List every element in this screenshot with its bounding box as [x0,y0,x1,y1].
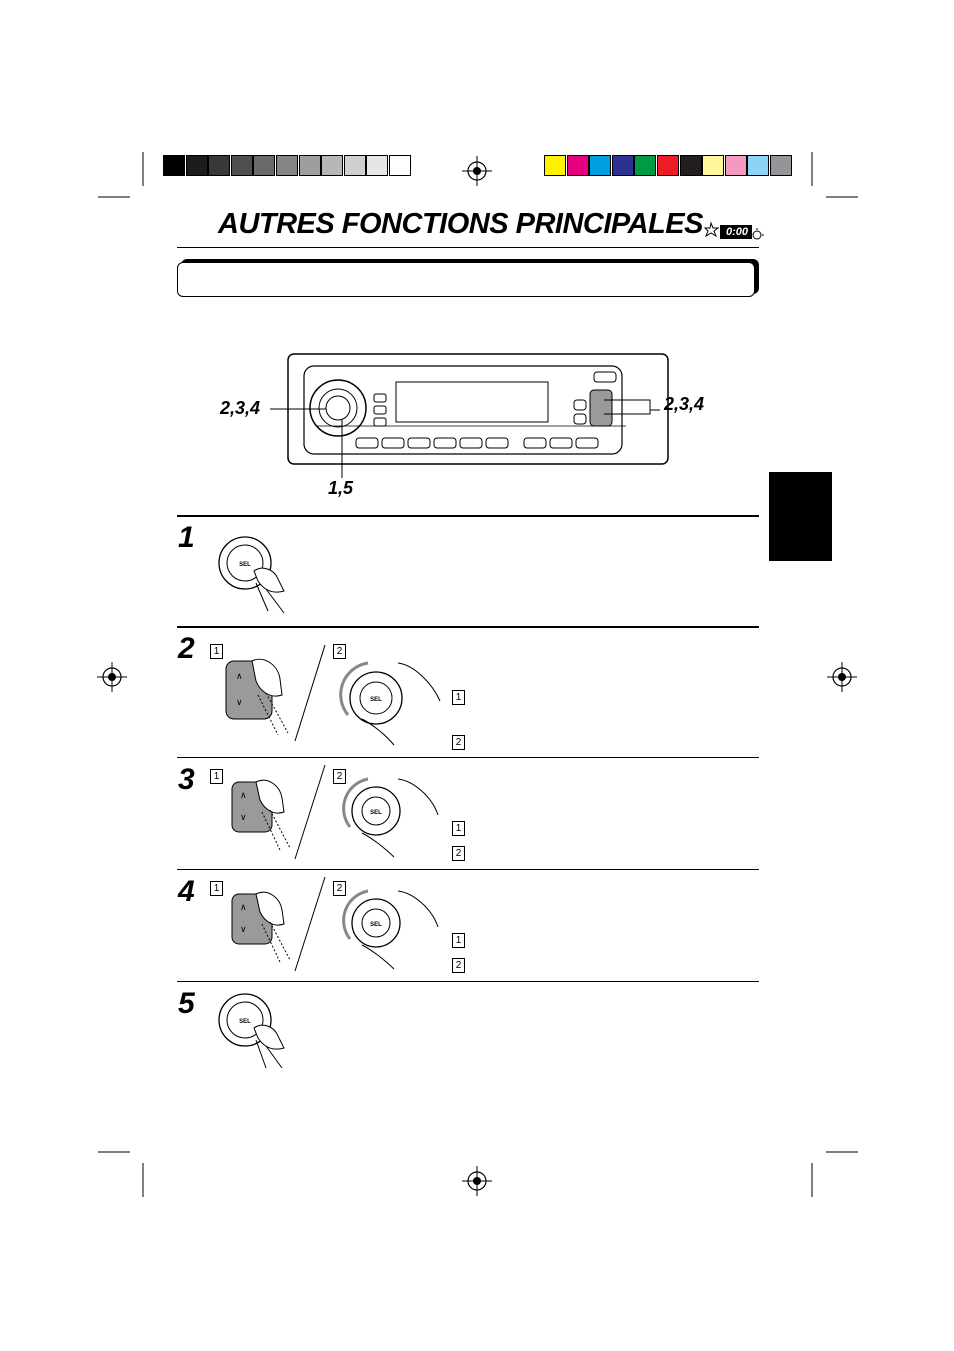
step-3-sub-a: 1 [210,769,223,784]
svg-text:∧: ∧ [240,790,247,800]
color-swatch [634,155,657,176]
step-3-list-1: 1 [452,821,465,836]
step-3-list-2: 2 [452,846,465,861]
registration-target-top [462,156,492,186]
page-title: AUTRES FONCTIONS PRINCIPALES [218,208,703,240]
registration-target-right [827,662,857,692]
grayscale-swatch [185,155,208,176]
step-2-list-2: 2 [452,735,465,750]
step-3-divider-slash [294,764,326,860]
registration-target-left [97,662,127,692]
color-swatch [724,155,747,176]
svg-text:SEL: SEL [370,697,382,703]
clock-icon-text: 0:00 [725,226,749,238]
step-4-rule [177,869,759,870]
title-rule [177,247,759,248]
step-4-button-illustration: ∧ ∨ [231,891,291,963]
color-swatch [747,155,770,176]
clock-icon: 0:00 [703,220,764,242]
grayscale-swatch [230,155,253,176]
step-5-press-knob-illustration: SEL [218,993,285,1069]
grayscale-swatch [298,155,321,176]
step-4-list-1: 1 [452,933,465,948]
registration-target-bottom [462,1166,492,1196]
color-swatch [589,155,612,176]
color-swatch [544,155,566,176]
step-5-number: 5 [178,987,195,1020]
step-3-rule [177,757,759,758]
step-2-sub-b: 2 [333,644,346,659]
step-2-divider-slash [294,644,326,742]
color-swatch [611,155,634,176]
svg-text:SEL: SEL [370,810,382,816]
svg-text:SEL: SEL [239,1019,251,1025]
svg-text:SEL: SEL [239,562,251,568]
step-2-sub-a: 1 [210,644,223,659]
svg-text:∨: ∨ [240,924,247,934]
svg-text:∨: ∨ [240,812,247,822]
svg-text:∧: ∧ [236,671,243,681]
step-4-divider-slash [294,876,326,972]
grayscale-swatch [163,155,185,176]
step-3-dial-illustration: SEL [342,777,439,858]
step-4-sub-a: 1 [210,881,223,896]
svg-text:∨: ∨ [236,697,243,707]
svg-text:SEL: SEL [370,922,382,928]
step-3-number: 3 [178,763,195,796]
grayscale-swatch [276,155,298,176]
step-3-button-illustration: ∧ ∨ [231,779,291,851]
step-5-rule [177,981,759,982]
step-4-dial-illustration: SEL [342,889,439,970]
step-3-sub-b: 2 [333,769,346,784]
color-swatch [566,155,589,176]
callout-left: 2,3,4 [220,398,261,418]
grayscale-swatch [389,155,411,176]
step-4-sub-b: 2 [333,881,346,896]
grayscale-swatch [253,155,276,176]
svg-text:∧: ∧ [240,902,247,912]
callout-bottom: 1,5 [328,478,354,498]
grayscale-swatch [208,155,231,176]
callout-right: 2,3,4 [664,394,705,414]
step-2-dial-illustration: SEL [339,661,441,746]
car-stereo-diagram [287,353,669,465]
step-1-press-knob-illustration: SEL [218,536,285,614]
grayscale-swatch [321,155,344,176]
color-swatch [679,155,702,176]
step-2-button-illustration: ∧ ∨ [225,658,289,736]
step-2-list-1: 1 [452,690,465,705]
step-2-rule [177,626,759,628]
language-tab [769,472,832,561]
step-1-rule [177,515,759,517]
step-4-number: 4 [178,875,195,908]
section-banner [177,262,755,297]
step-4-list-2: 2 [452,958,465,973]
color-swatch [770,155,792,176]
grayscale-swatch [366,155,389,176]
color-swatch [657,155,679,176]
grayscale-swatch [343,155,366,176]
step-1-number: 1 [178,521,195,554]
step-2-number: 2 [178,632,195,665]
color-swatch [702,155,725,176]
